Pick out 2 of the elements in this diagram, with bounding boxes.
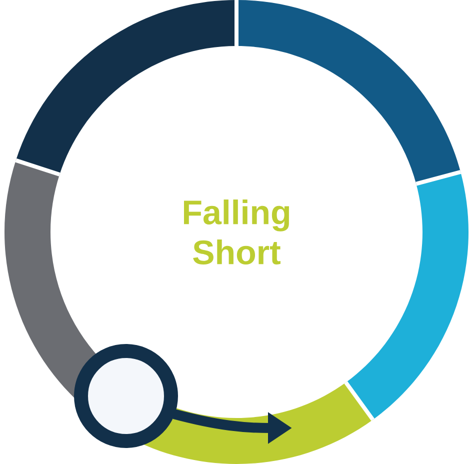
circle-marker bbox=[74, 344, 178, 448]
center-title: Falling Short bbox=[184, 200, 290, 264]
